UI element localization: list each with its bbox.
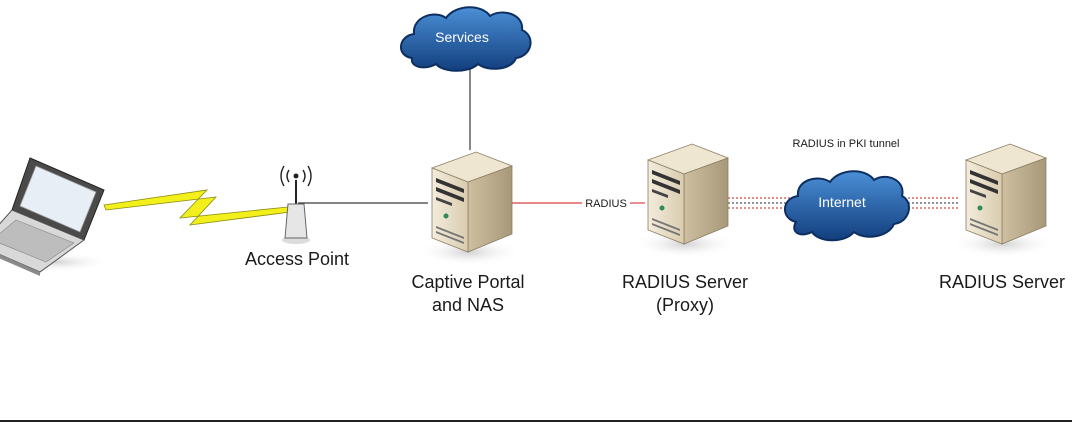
access-point-label: Access Point: [245, 249, 349, 269]
services-cloud-label: Services: [435, 29, 489, 45]
radius-link-label: RADIUS: [585, 198, 627, 210]
captive-portal-label-line2: and NAS: [432, 295, 504, 315]
radius-proxy-label-line1: RADIUS Server: [622, 272, 748, 292]
captive-portal-server-icon: [416, 151, 522, 267]
internet-cloud-icon: [784, 170, 910, 242]
radius-server-label: RADIUS Server: [939, 272, 1065, 292]
wireless-link-icon: [103, 189, 291, 226]
pki-tunnel-label: RADIUS in PKI tunnel: [793, 138, 900, 150]
captive-portal-label-line1: Captive Portal: [411, 272, 524, 292]
access-point-icon: [280, 165, 312, 244]
internet-cloud-label: Internet: [818, 194, 866, 210]
radius-server-icon: [950, 143, 1056, 259]
radius-proxy-server-icon: [632, 143, 738, 259]
services-cloud-icon: [400, 6, 532, 72]
laptop-icon: [0, 157, 110, 276]
radius-proxy-label-line2: (Proxy): [656, 295, 714, 315]
